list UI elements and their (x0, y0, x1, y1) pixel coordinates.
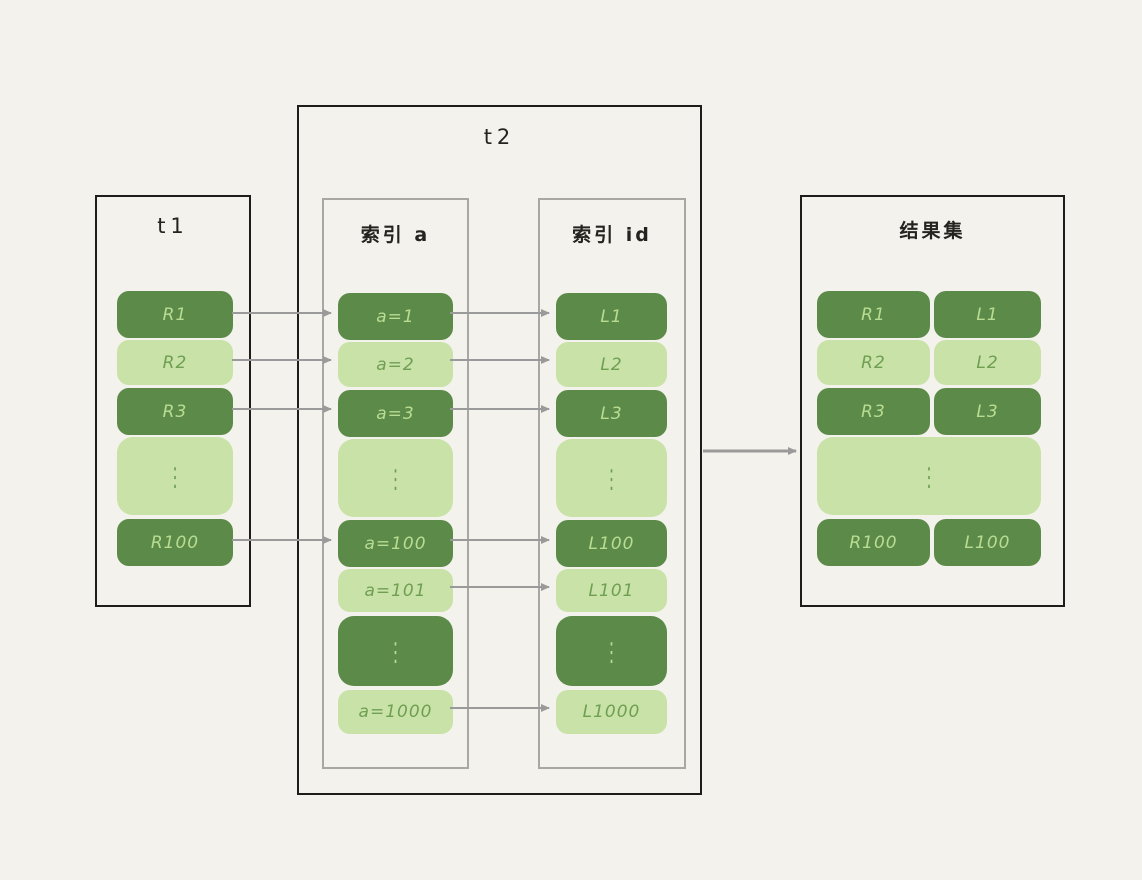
result-row-3-left: R3 (817, 388, 930, 435)
ellipsis-dots: ⋮ (387, 462, 404, 494)
ellipsis-dots: ⋮ (921, 460, 937, 492)
index-id-row-ellipsis-2: ⋮ (556, 616, 667, 686)
result-row-1-left: R1 (817, 291, 930, 338)
result-row-3-right: L3 (934, 388, 1041, 435)
ellipsis-dots: ⋮ (387, 635, 404, 667)
table-t1-title: t1 (157, 214, 189, 238)
t1-row-r2: R2 (117, 340, 233, 385)
result-row-2-right: L2 (934, 340, 1041, 385)
t1-row-r1: R1 (117, 291, 233, 338)
table-t1-box: t1 R1 R2 R3 ⋮ R100 (95, 195, 251, 607)
index-a-row-101: a=101 (338, 569, 453, 612)
result-row-ellipsis: ⋮ (817, 437, 1041, 515)
result-set-box: 结果集 R1 L1 R2 L2 R3 L3 ⋮ R100 L100 (800, 195, 1065, 607)
index-a-title: 索引 a (360, 224, 431, 246)
table-t2-title: t2 (483, 125, 516, 149)
index-id-row-ellipsis-1: ⋮ (556, 439, 667, 517)
index-id-row-1000: L1000 (556, 690, 667, 734)
result-row-1-right: L1 (934, 291, 1041, 338)
index-id-row-3: L3 (556, 390, 667, 437)
index-id-title: 索引 id (572, 224, 652, 246)
index-id-box: 索引 id L1 L2 L3 ⋮ L100 L101 ⋮ L1000 (538, 198, 686, 769)
result-row-100-right: L100 (934, 519, 1041, 566)
ellipsis-dots: ⋮ (603, 635, 620, 667)
index-id-row-100: L100 (556, 520, 667, 567)
t1-row-r100: R100 (117, 519, 233, 566)
index-a-row-ellipsis-1: ⋮ (338, 439, 453, 517)
result-set-title: 结果集 (899, 220, 966, 242)
index-id-row-1: L1 (556, 293, 667, 340)
index-a-box: 索引 a a=1 a=2 a=3 ⋮ a=100 a=101 ⋮ a=1000 (322, 198, 469, 769)
index-id-row-2: L2 (556, 342, 667, 387)
result-row-2-left: R2 (817, 340, 930, 385)
index-a-row-100: a=100 (338, 520, 453, 567)
result-row-100-left: R100 (817, 519, 930, 566)
index-a-row-3: a=3 (338, 390, 453, 437)
t1-row-r3: R3 (117, 388, 233, 435)
index-id-row-101: L101 (556, 569, 667, 612)
index-a-row-ellipsis-2: ⋮ (338, 616, 453, 686)
t1-row-ellipsis: ⋮ (117, 437, 233, 515)
ellipsis-dots: ⋮ (167, 460, 183, 492)
table-t2-box: t2 索引 a a=1 a=2 a=3 ⋮ a=100 a=101 ⋮ a=10… (297, 105, 702, 795)
ellipsis-dots: ⋮ (603, 462, 620, 494)
index-a-row-2: a=2 (338, 342, 453, 387)
index-a-row-1: a=1 (338, 293, 453, 340)
index-a-row-1000: a=1000 (338, 690, 453, 734)
